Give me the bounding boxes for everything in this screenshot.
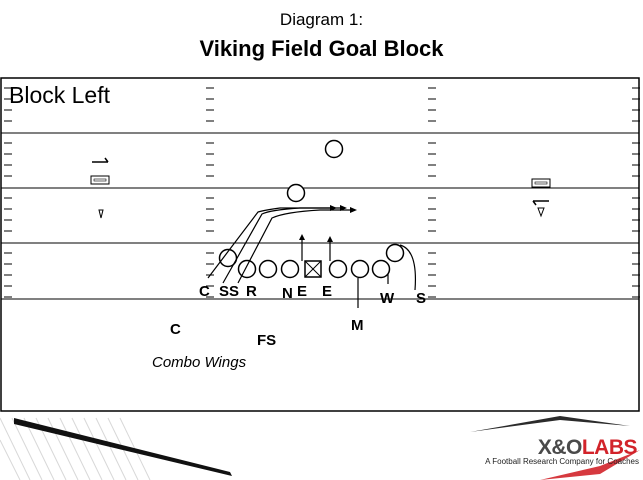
page-title: Viking Field Goal Block xyxy=(199,36,444,61)
player-label-r: R xyxy=(246,283,257,300)
lineman-circle xyxy=(328,259,348,279)
player-label-s: S xyxy=(416,290,427,307)
player-label-c-back: C xyxy=(170,321,181,338)
lineman-circle xyxy=(280,259,300,279)
logo-swoosh-red xyxy=(540,450,640,480)
field-border xyxy=(0,77,640,412)
yard-number-left xyxy=(90,157,110,185)
player-label-e1: E xyxy=(297,283,308,300)
lineman-circle xyxy=(258,259,278,279)
decorative-stripes xyxy=(0,417,151,480)
lineman-circle xyxy=(350,259,370,279)
play-name: Block Left xyxy=(9,82,110,108)
formation-label: Combo Wings xyxy=(152,354,247,371)
player-label-n: N xyxy=(282,285,293,302)
rush-routes xyxy=(207,207,417,308)
lineman-circle xyxy=(371,259,391,279)
brand-prefix: X&O xyxy=(537,436,583,459)
kicker-circle xyxy=(324,139,344,159)
player-label-m: M xyxy=(351,317,364,334)
hash-marks xyxy=(4,87,640,298)
route-arrowheads xyxy=(299,205,357,242)
center-x xyxy=(304,260,322,278)
brand-tagline: A Football Research Company for Coaches xyxy=(485,457,639,466)
player-label-c: C xyxy=(199,283,210,300)
lineman-circle xyxy=(237,259,257,279)
player-label-e2: E xyxy=(322,283,333,300)
player-label-w: W xyxy=(380,290,395,307)
yard-arrow-left xyxy=(98,209,104,219)
decorative-swoosh xyxy=(14,418,232,476)
player-label-ss: SS xyxy=(219,283,240,300)
brand-logo: X&OLABS xyxy=(537,436,638,460)
diagram-number: Diagram 1: xyxy=(279,10,364,29)
yard-number-right xyxy=(531,178,551,206)
player-label-fs: FS xyxy=(257,332,277,349)
yard-arrow-right xyxy=(537,207,545,218)
brand-suffix: LABS xyxy=(581,436,638,459)
logo-swoosh xyxy=(470,416,630,432)
wing-right-circle xyxy=(385,243,405,263)
holder-circle xyxy=(286,183,306,203)
